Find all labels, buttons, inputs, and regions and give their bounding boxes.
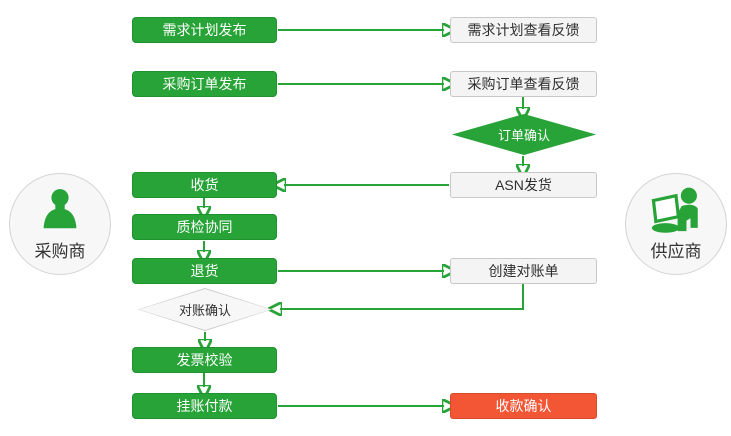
diamond-shape: 对账确认 [139,289,271,330]
buyer-label: 采购商 [34,242,86,261]
supplier-label: 供应商 [650,242,702,261]
node-demand-plan-feedback: 需求计划查看反馈 [450,17,597,43]
person-laptop-icon [651,187,698,233]
decision-statement-confirm: 对账确认 [138,288,272,331]
supplier-avatar: 供应商 [625,173,727,275]
decision-label: 订单确认 [497,128,550,143]
edge-statement-to-confirm [280,284,524,309]
node-receive: 收货 [132,172,277,198]
node-po-publish: 采购订单发布 [132,71,277,97]
node-invoice-check: 发票校验 [132,347,277,373]
node-po-feedback: 采购订单查看反馈 [450,71,597,97]
decision-order-confirm: 订单确认 [452,114,596,155]
decision-label: 对账确认 [178,303,231,318]
node-quality-check: 质检协同 [132,214,277,240]
buyer-avatar: 采购商 [9,173,111,275]
node-pending-payment: 挂账付款 [132,393,277,419]
node-receipt-confirm: 收款确认 [450,393,597,419]
node-demand-plan-publish: 需求计划发布 [132,17,277,43]
node-asn-ship: ASN发货 [450,172,597,198]
person-icon [43,189,77,229]
node-create-statement: 创建对账单 [450,258,597,284]
node-return-goods: 退货 [132,258,277,284]
diamond-shape: 订单确认 [453,115,595,154]
